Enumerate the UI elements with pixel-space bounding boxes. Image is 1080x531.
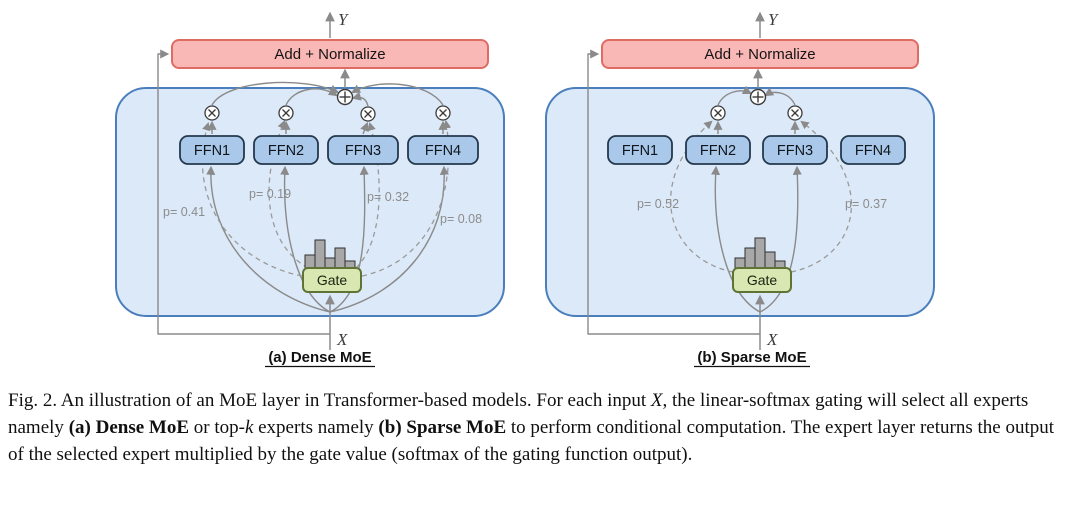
expert-output-arrow <box>285 87 338 106</box>
x-label: X <box>766 330 778 349</box>
histogram-bar <box>304 254 316 269</box>
input-fan-arrow <box>759 165 802 313</box>
ffn1-box <box>607 135 673 165</box>
y-label: Y <box>338 10 349 29</box>
input-fan-arrows <box>711 165 802 313</box>
panel-subcaption: (a) Dense MoE <box>268 349 371 366</box>
multiply-x <box>439 109 447 117</box>
gate-prob-arrow <box>361 119 452 277</box>
sum-icon <box>336 88 354 106</box>
ffn4-label: FFN4 <box>855 143 891 159</box>
gate-box <box>302 267 362 293</box>
ffn3-label: FFN3 <box>345 143 381 159</box>
input-fan-arrow <box>711 165 761 313</box>
panel-dense: Gate FFN1 FFN2 FFN3 FFN4 <box>115 10 505 368</box>
expert-output-arrows <box>717 85 796 106</box>
multiply-icon <box>360 106 376 122</box>
histogram-bar <box>774 260 786 269</box>
ffn2-box <box>253 135 319 165</box>
prob-label: p= 0.52 <box>637 197 679 211</box>
histogram-bar <box>744 247 756 269</box>
moe-diagram: Gate FFN1 FFN2 FFN3 FFN4 <box>115 10 935 368</box>
prob-label: p= 0.41 <box>163 205 205 219</box>
expert-output-arrows <box>211 81 444 107</box>
gate-label: Gate <box>747 272 778 288</box>
multiply-x <box>282 109 290 117</box>
histogram-bar <box>764 251 776 269</box>
ffn-to-multiply-arrows <box>713 120 800 134</box>
input-fan-arrow <box>280 165 331 313</box>
ffn1-label: FFN1 <box>622 143 658 159</box>
caption-segment: , the linear-softmax gating will select … <box>8 390 1029 438</box>
histogram-bar <box>324 257 336 269</box>
caption-segment: or top- <box>189 416 245 438</box>
add-normalize-label: Add + Normalize <box>274 46 385 63</box>
caption-segment: Fig. 2. An illustration of an MoE layer … <box>8 390 651 411</box>
expert-output-arrow <box>351 83 444 106</box>
multiply-icon <box>204 105 220 121</box>
sum-icon <box>749 88 767 106</box>
ffn2-label: FFN2 <box>268 143 304 159</box>
ffn3-box <box>327 135 399 165</box>
figure-2: Gate FFN1 FFN2 FFN3 FFN4 <box>0 10 1078 469</box>
multiply-icon <box>435 105 451 121</box>
multiply-x <box>791 109 799 117</box>
input-fan-arrow <box>206 165 331 313</box>
caption-segment-bold: (a) Dense MoE <box>68 416 189 438</box>
y-label: Y <box>768 10 779 29</box>
add-normalize-box <box>171 39 489 69</box>
ffn4-box <box>840 135 906 165</box>
expert-output-arrow <box>211 81 340 106</box>
ffn-to-multiply-arrows <box>207 120 448 135</box>
prob-label: p= 0.37 <box>845 197 887 211</box>
caption-segment-bold: (b) Sparse MoE <box>378 416 507 438</box>
prob-label: p= 0.19 <box>249 187 291 201</box>
gate-box <box>732 267 792 293</box>
ffn2-label: FFN2 <box>700 143 736 159</box>
input-fan-arrow <box>329 165 449 313</box>
ffn4-box <box>407 135 479 165</box>
prob-label: p= 0.32 <box>367 190 409 204</box>
multiply-x <box>364 110 372 118</box>
multiply-x <box>208 109 216 117</box>
gate-label: Gate <box>317 272 348 288</box>
add-normalize-box <box>601 39 919 69</box>
ffn1-box <box>179 135 245 165</box>
ffn3-label: FFN3 <box>777 143 813 159</box>
gate-histogram <box>734 237 786 269</box>
ffn-output-arrow <box>360 121 369 135</box>
caption-segment-italic: k <box>244 416 254 438</box>
ffn-boxes: FFN1 FFN2 FFN3 FFN4 <box>607 135 906 165</box>
residual-arrow <box>587 49 760 335</box>
ffn2-box <box>685 135 751 165</box>
ffn1-label: FFN1 <box>194 143 230 159</box>
multiply-icon <box>278 105 294 121</box>
histogram-bar <box>754 237 766 269</box>
expert-output-arrow <box>351 91 369 107</box>
add-normalize-label: Add + Normalize <box>704 46 815 63</box>
prob-label: p= 0.08 <box>440 212 482 226</box>
histogram-bar <box>334 247 346 269</box>
histogram-bar <box>344 260 356 269</box>
multiply-icon <box>710 105 726 121</box>
ffn4-label: FFN4 <box>425 143 461 159</box>
histogram-bar <box>314 239 326 269</box>
caption-segment: to perform conditional computation. The … <box>8 416 1055 465</box>
panel-subcaption: (b) Sparse MoE <box>697 349 806 366</box>
caption-segment-italic: X <box>650 390 663 411</box>
histogram-bar <box>734 257 746 269</box>
panel-sparse: Gate FFN1 FFN2 FFN3 FFN4 p= 0.52 p <box>545 10 935 368</box>
multiply-icon <box>787 105 803 121</box>
input-fan-arrow <box>329 165 369 313</box>
residual-arrow <box>157 49 330 335</box>
ffn-boxes: FFN1 FFN2 FFN3 FFN4 <box>179 135 479 165</box>
expert-output-arrow <box>764 87 796 106</box>
expert-output-arrow <box>717 85 753 106</box>
caption-segment: experts namely <box>253 416 379 438</box>
ffn3-box <box>762 135 828 165</box>
input-fan-arrows <box>206 165 449 313</box>
multiply-x <box>714 109 722 117</box>
figure-caption: Fig. 2. An illustration of an MoE layer … <box>0 376 1078 469</box>
x-label: X <box>336 330 348 349</box>
